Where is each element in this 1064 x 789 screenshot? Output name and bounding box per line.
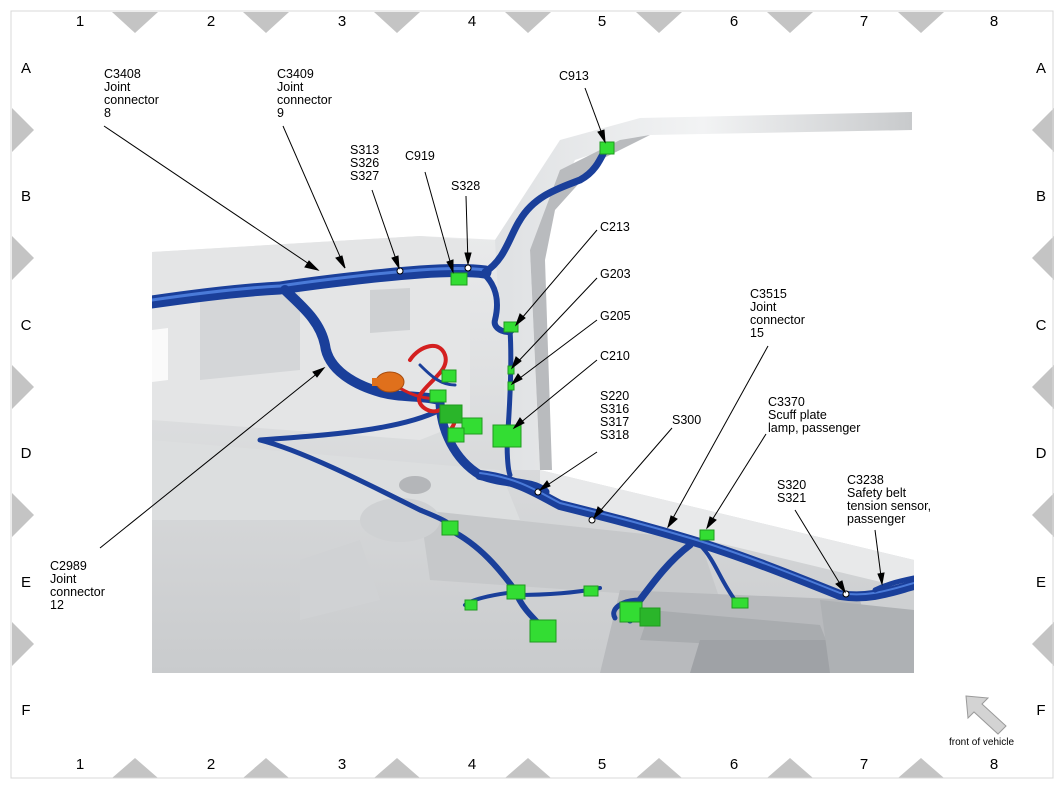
callout-g205: G205: [600, 309, 631, 323]
callout-c213: C213: [600, 220, 630, 234]
callout-c210: C210: [600, 349, 630, 363]
grid-col-label: 3: [337, 13, 347, 30]
callout-c3515: C3515 Joint connector 15: [750, 287, 805, 340]
frame-border: [10, 10, 1054, 779]
callout-s220-s316-s317-s318: S220 S316 S317 S318: [600, 389, 630, 442]
grid-markers: [12, 12, 1054, 778]
grid-row-label: B: [20, 188, 31, 205]
grid-row-label: A: [20, 60, 31, 77]
grid-col-label: 6: [729, 756, 739, 773]
callout-c919: C919: [405, 149, 435, 163]
grid-col-label: 5: [597, 756, 607, 773]
grid-row-label: E: [20, 574, 31, 591]
body-panels: [152, 112, 914, 673]
grid-row-label: C: [1035, 317, 1047, 334]
grid-row-label: C: [20, 317, 32, 334]
grid-row-label: F: [1036, 702, 1046, 719]
grid-col-label: 4: [467, 13, 477, 30]
connectors: [372, 141, 749, 643]
callout-s313-s326-s327: S313 S326 S327: [350, 143, 380, 183]
grid-row-label: F: [21, 702, 31, 719]
grid-col-label: 6: [729, 13, 739, 30]
grid-col-label: 7: [859, 13, 869, 30]
callout-c913: C913: [559, 69, 589, 83]
grid-col-label: 1: [75, 13, 85, 30]
grid-col-label: 8: [989, 13, 999, 30]
grid-row-label: D: [1035, 445, 1047, 462]
grid-col-label: 4: [467, 756, 477, 773]
grid-col-label: 8: [989, 756, 999, 773]
grid-row-label: D: [20, 445, 32, 462]
grid-row-label: B: [1035, 188, 1046, 205]
grid-col-label: 5: [597, 13, 607, 30]
callout-g203: G203: [600, 267, 631, 281]
grid-row-label: E: [1035, 574, 1046, 591]
callout-c3370: C3370 Scuff plate lamp, passenger: [768, 395, 861, 435]
grid-col-label: 2: [206, 756, 216, 773]
callout-c2989: C2989 Joint connector 12: [50, 559, 105, 612]
leader-lines: [99, 87, 885, 594]
grid-col-label: 1: [75, 756, 85, 773]
grid-col-label: 2: [206, 13, 216, 30]
grid-row-label: A: [1035, 60, 1046, 77]
callout-c3409: C3409 Joint connector 9: [277, 67, 332, 120]
callout-c3408: C3408 Joint connector 8: [104, 67, 159, 120]
callout-s320-s321: S320 S321: [777, 478, 807, 505]
callout-c3238: C3238 Safety belt tension sensor, passen…: [847, 473, 932, 526]
callout-s328: S328: [451, 179, 481, 193]
front-of-vehicle-arrow: [965, 695, 1007, 735]
grid-col-label: 3: [337, 756, 347, 773]
callout-s300: S300: [672, 413, 702, 427]
grid-col-label: 7: [859, 756, 869, 773]
front-of-vehicle-label: front of vehicle: [949, 737, 1015, 748]
